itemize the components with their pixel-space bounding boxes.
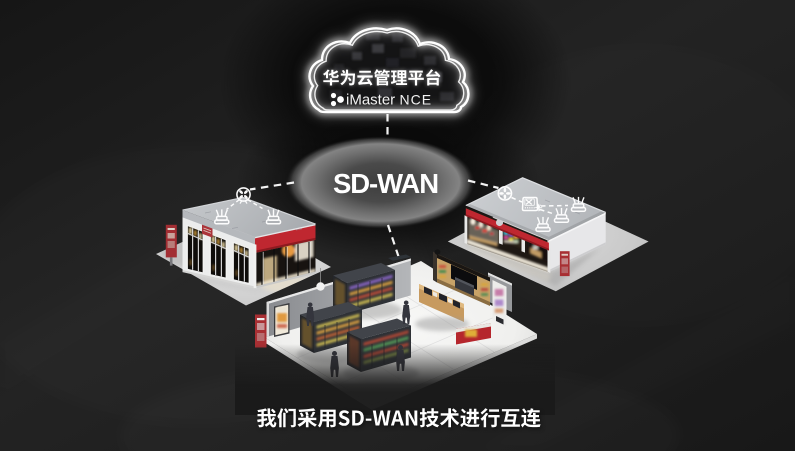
svg-text:NCE: NCE — [400, 92, 433, 108]
svg-text:iMaster: iMaster — [346, 92, 395, 109]
svg-text:SD-WAN: SD-WAN — [333, 168, 438, 199]
